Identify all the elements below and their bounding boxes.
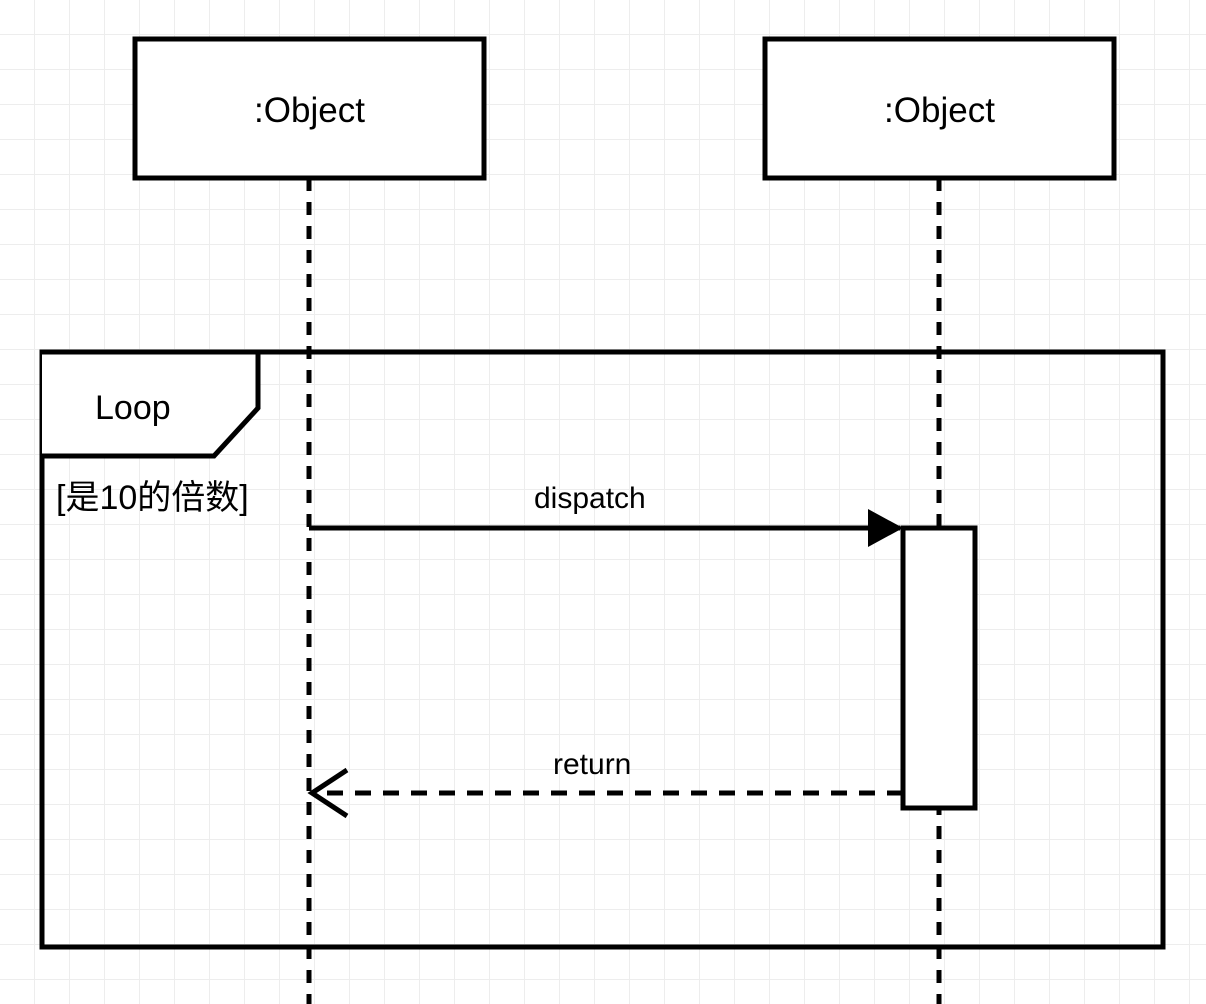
message-label-return: return [553,748,632,781]
participant-box-0[interactable] [132,36,487,181]
participant-box-1[interactable] [762,36,1117,181]
fragment-frame [39,349,1166,950]
participant-label-0: :Object [254,91,365,130]
participant-label-1: :Object [884,91,995,130]
fragment-guard-label: [是10的倍数] [56,479,249,517]
message-arrowhead-dispatch-filled-icon [868,509,903,547]
message-label-dispatch: dispatch [534,482,646,515]
fragment-operator-tab [42,349,261,459]
message-arrowhead-return-open-icon [307,767,349,819]
fragment-operator-label: Loop [95,389,171,427]
activation-bar-participant-1[interactable] [900,525,978,811]
